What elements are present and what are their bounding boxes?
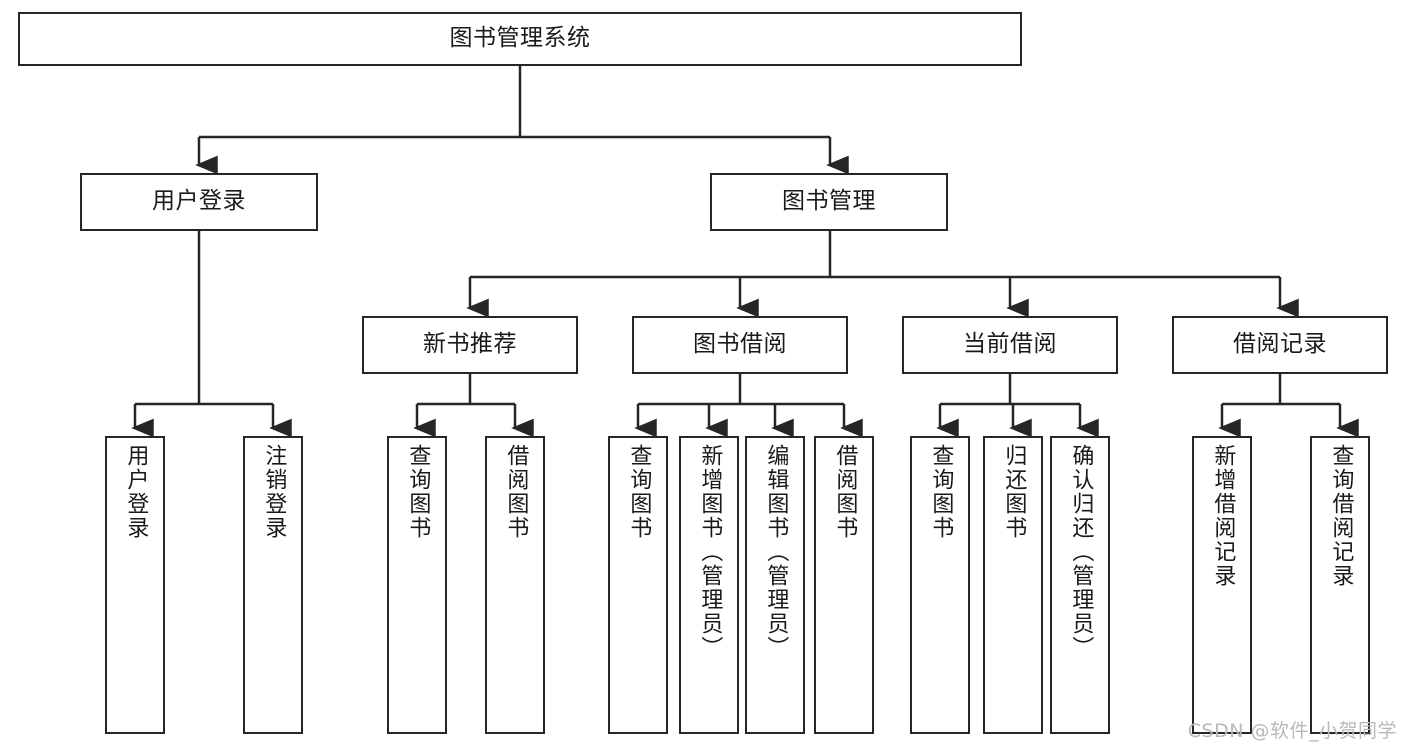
node-current-borrow-label: 当前借阅 bbox=[963, 331, 1057, 358]
leaf-query-book-borrow[interactable]: 查询图书 bbox=[608, 436, 668, 734]
leaf-user-login[interactable]: 用户登录 bbox=[105, 436, 165, 734]
leaf-confirm-return-admin-label: 确认归还（管理员） bbox=[1068, 444, 1094, 660]
leaf-query-book-newbook[interactable]: 查询图书 bbox=[387, 436, 447, 734]
node-current-borrow[interactable]: 当前借阅 bbox=[902, 316, 1118, 374]
leaf-add-borrow-record-label: 新增借阅记录 bbox=[1210, 444, 1236, 588]
leaf-query-book-newbook-label: 查询图书 bbox=[405, 444, 431, 540]
leaf-query-book-current[interactable]: 查询图书 bbox=[910, 436, 970, 734]
node-book-borrow-label: 图书借阅 bbox=[693, 331, 787, 358]
leaf-borrow-book-newbook[interactable]: 借阅图书 bbox=[485, 436, 545, 734]
leaf-user-login-label: 用户登录 bbox=[123, 444, 149, 540]
leaf-query-borrow-record[interactable]: 查询借阅记录 bbox=[1310, 436, 1370, 734]
node-user-login-label: 用户登录 bbox=[152, 188, 246, 215]
node-new-book-recommend[interactable]: 新书推荐 bbox=[362, 316, 578, 374]
csdn-watermark: CSDN @软件_小贺同学 bbox=[1187, 720, 1397, 742]
leaf-query-book-borrow-label: 查询图书 bbox=[626, 444, 652, 540]
node-borrow-record[interactable]: 借阅记录 bbox=[1172, 316, 1388, 374]
node-root[interactable]: 图书管理系统 bbox=[18, 12, 1022, 66]
node-new-book-recommend-label: 新书推荐 bbox=[423, 331, 517, 358]
leaf-return-book[interactable]: 归还图书 bbox=[983, 436, 1043, 734]
node-book-management[interactable]: 图书管理 bbox=[710, 173, 948, 231]
leaf-borrow-book-label: 借阅图书 bbox=[832, 444, 858, 540]
node-book-borrow[interactable]: 图书借阅 bbox=[632, 316, 848, 374]
leaf-borrow-book-newbook-label: 借阅图书 bbox=[503, 444, 529, 540]
leaf-add-book-admin-label: 新增图书（管理员） bbox=[697, 444, 723, 660]
leaf-borrow-book[interactable]: 借阅图书 bbox=[814, 436, 874, 734]
node-root-label: 图书管理系统 bbox=[449, 25, 591, 52]
leaf-logout-label: 注销登录 bbox=[261, 444, 287, 540]
leaf-add-borrow-record[interactable]: 新增借阅记录 bbox=[1192, 436, 1252, 734]
node-book-management-label: 图书管理 bbox=[782, 188, 876, 215]
leaf-edit-book-admin-label: 编辑图书（管理员） bbox=[763, 444, 789, 660]
leaf-logout[interactable]: 注销登录 bbox=[243, 436, 303, 734]
leaf-query-borrow-record-label: 查询借阅记录 bbox=[1328, 444, 1354, 588]
leaf-return-book-label: 归还图书 bbox=[1001, 444, 1027, 540]
node-borrow-record-label: 借阅记录 bbox=[1233, 331, 1327, 358]
leaf-confirm-return-admin[interactable]: 确认归还（管理员） bbox=[1050, 436, 1110, 734]
leaf-add-book-admin[interactable]: 新增图书（管理员） bbox=[679, 436, 739, 734]
leaf-edit-book-admin[interactable]: 编辑图书（管理员） bbox=[745, 436, 805, 734]
leaf-query-book-current-label: 查询图书 bbox=[928, 444, 954, 540]
node-user-login[interactable]: 用户登录 bbox=[80, 173, 318, 231]
